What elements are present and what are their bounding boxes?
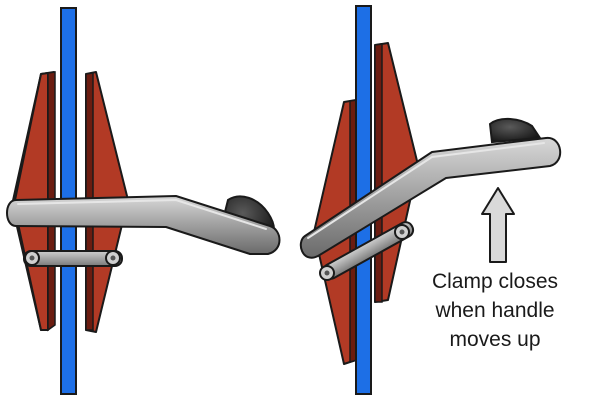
grip-knob (488, 118, 542, 144)
caption-line-3: moves up (449, 328, 541, 351)
caption-text: Clamp closes when handle moves up (410, 267, 580, 354)
pivot-link (319, 221, 415, 281)
pivot-link (23, 250, 123, 267)
plate-clamp-closed-icon (299, 5, 561, 395)
caption-line-1: Clamp closes (431, 270, 559, 293)
handle-lever (299, 118, 561, 259)
handle-lever (6, 195, 281, 255)
caption-line-2: when handle (435, 299, 555, 322)
plate-clamp-open-icon (6, 7, 281, 395)
arrow-up-icon (481, 187, 515, 263)
